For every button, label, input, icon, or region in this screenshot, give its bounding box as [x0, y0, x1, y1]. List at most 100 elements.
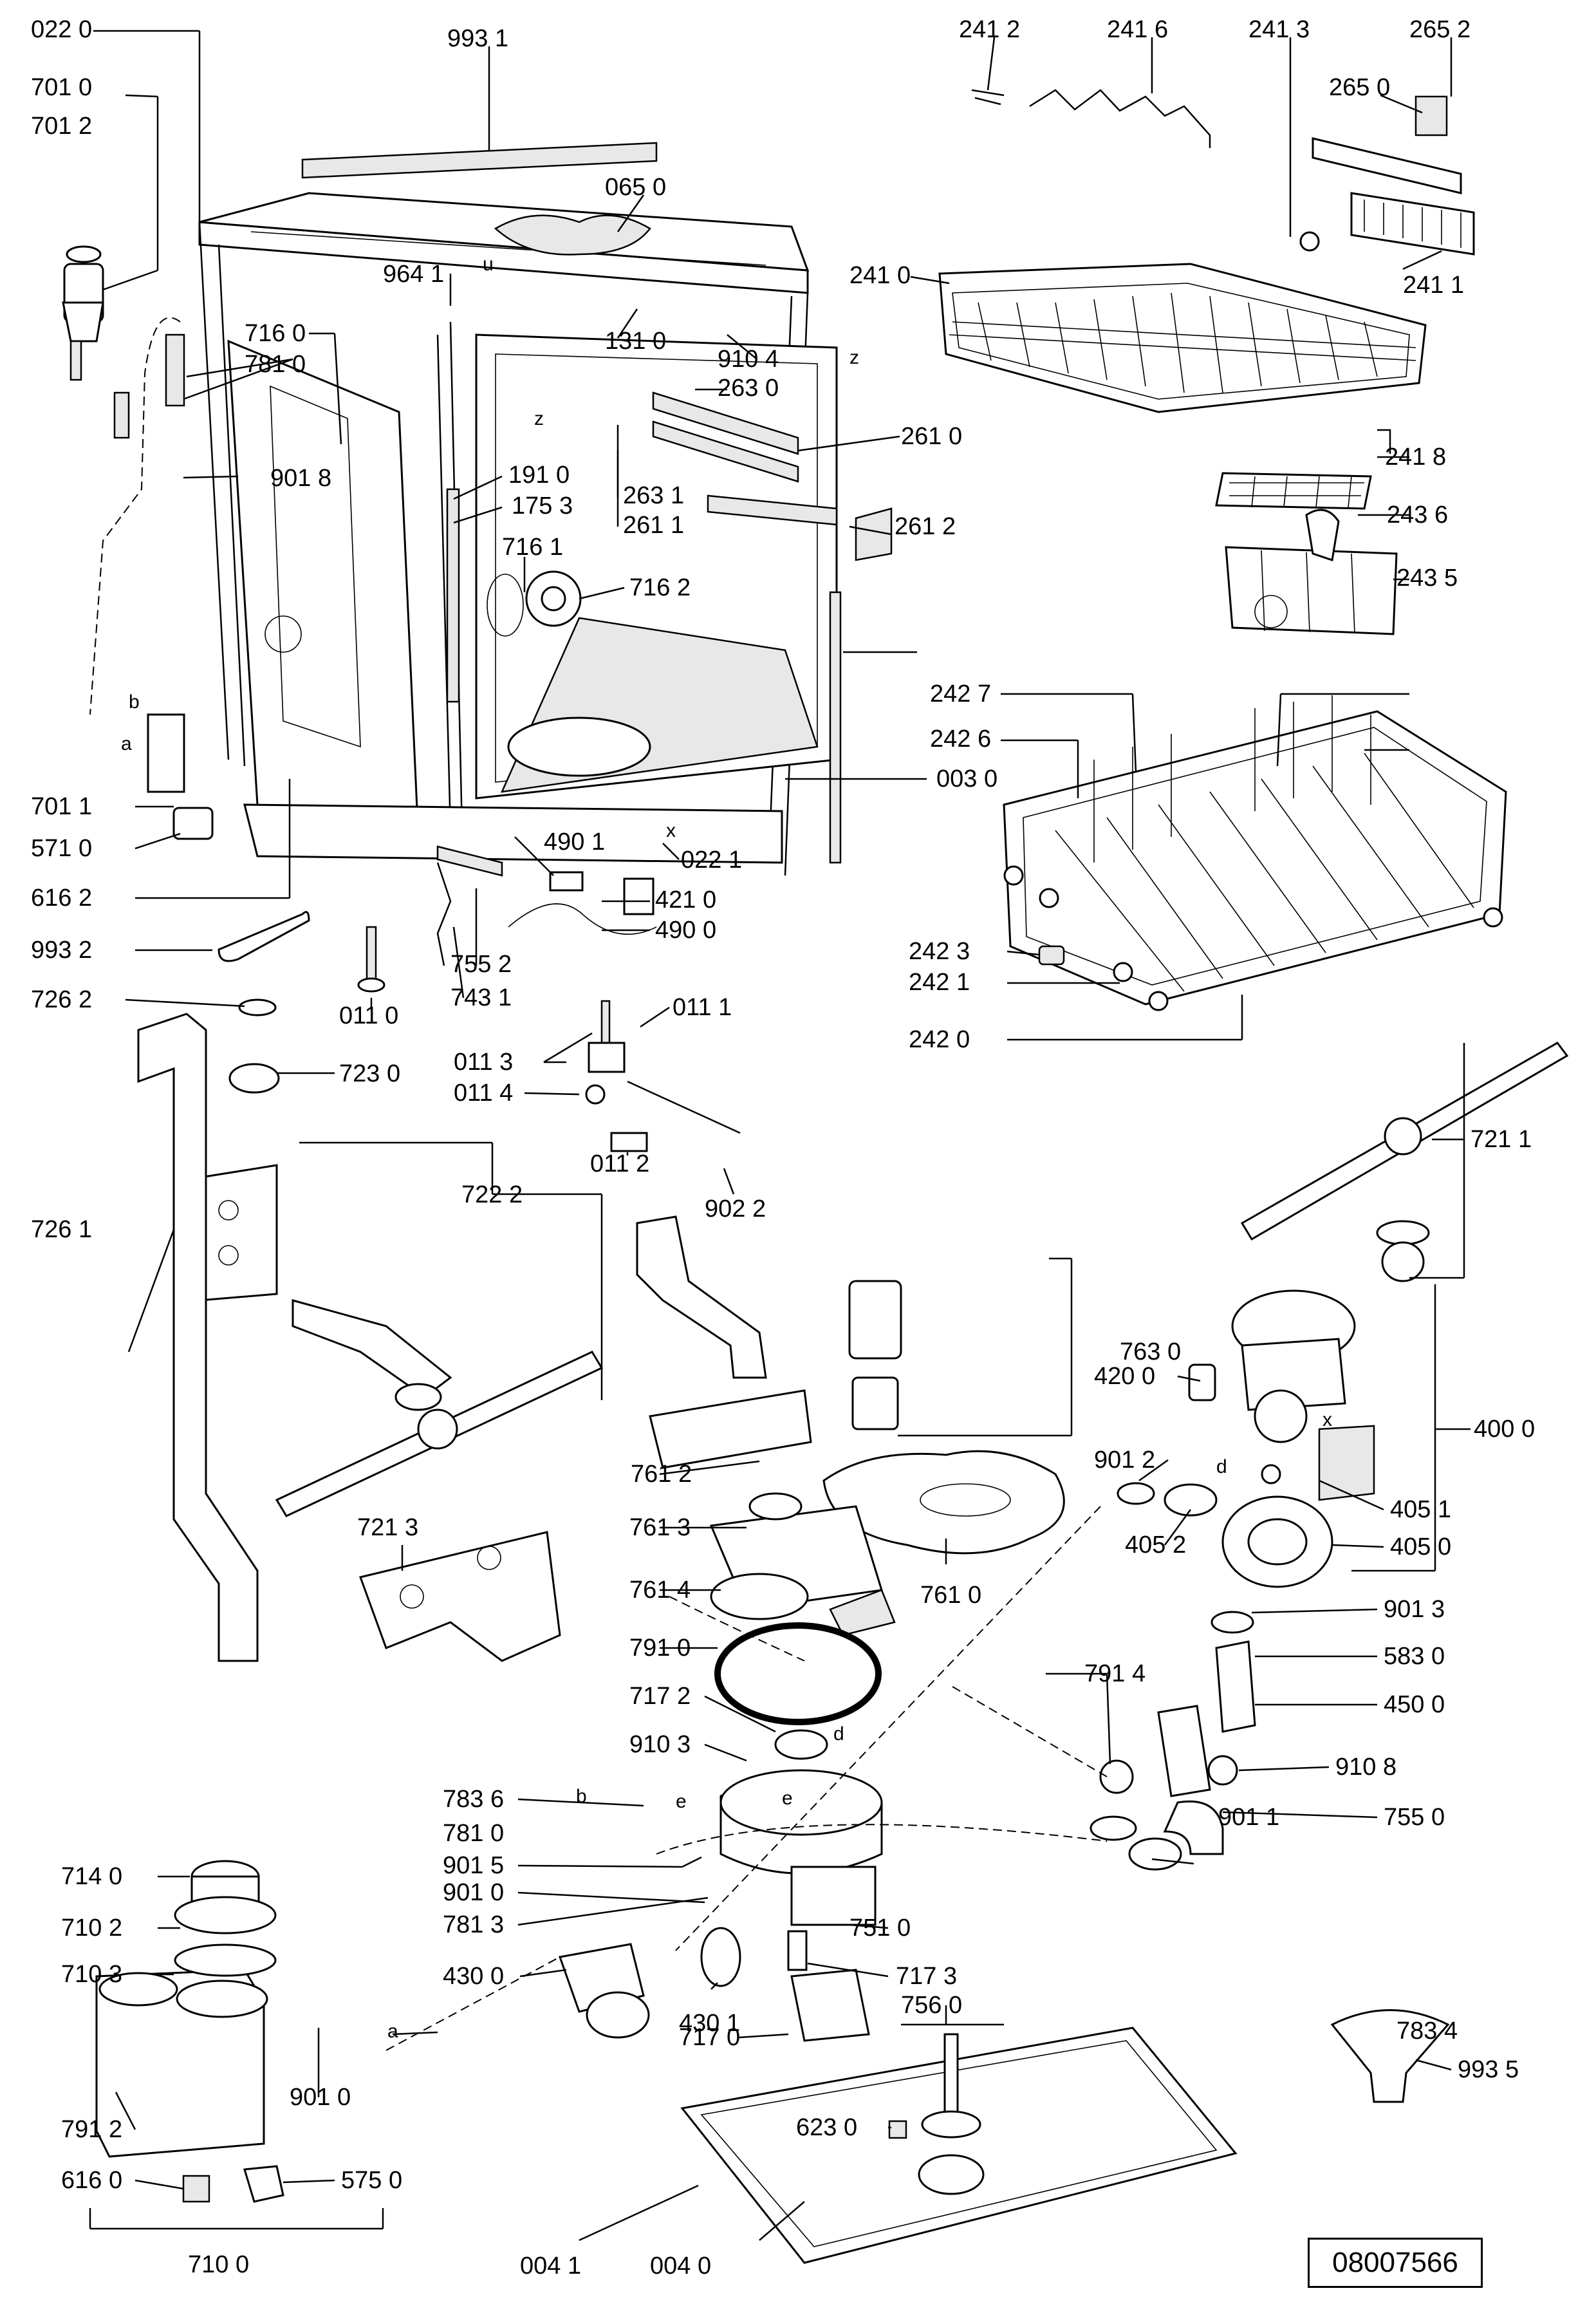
- callout-label: 901 5: [443, 1852, 504, 1879]
- callout-label: 616 2: [31, 885, 92, 912]
- callout-label: 241 2: [959, 16, 1020, 43]
- callout-label: 902 2: [705, 1195, 766, 1222]
- callout-label: 717 0: [679, 2024, 740, 2051]
- callout-label: 011 2: [590, 1150, 649, 1177]
- callout-label: 761 4: [629, 1577, 691, 1604]
- callout-label: 241 1: [1403, 272, 1464, 299]
- callout-label: 430 0: [443, 1963, 504, 1990]
- callout-label: 993 5: [1458, 2056, 1519, 2083]
- callout-label: 405 0: [1390, 1533, 1451, 1560]
- callout-label: 420 0: [1094, 1363, 1155, 1390]
- callout-label: 243 5: [1396, 565, 1458, 592]
- spray-arms: [137, 998, 1569, 1662]
- callout-label: 261 2: [895, 513, 956, 540]
- callout-label: 241 8: [1385, 444, 1446, 471]
- callout-label: 191 0: [508, 462, 570, 489]
- callout-label: 011 4: [454, 1080, 513, 1107]
- callout-label: 241 6: [1107, 16, 1168, 43]
- callout-label: 722 2: [461, 1181, 523, 1208]
- callout-label: 405 1: [1390, 1496, 1451, 1523]
- callout-label: 701 2: [31, 113, 92, 140]
- callout-label: 901 1: [1218, 1804, 1279, 1831]
- callout-label: 241 0: [849, 262, 911, 289]
- callout-label: 616 0: [61, 2167, 122, 2194]
- callout-label: 430 1: [679, 2010, 740, 2037]
- callout-label: 623 0: [796, 2114, 857, 2141]
- callout-label: 263 1: [623, 482, 684, 509]
- callout-label: 717 3: [896, 1963, 957, 1990]
- callout-label: 714 0: [61, 1863, 122, 1890]
- callout-label: 761 2: [631, 1461, 692, 1488]
- callout-label: 717 2: [629, 1683, 691, 1710]
- callout-label: 901 3: [1384, 1596, 1445, 1623]
- callout-label: 011 1: [673, 994, 732, 1021]
- connection-letter-mark: d: [1216, 1456, 1227, 1477]
- callout-label: 791 4: [1084, 1660, 1146, 1687]
- callout-label: 743 1: [450, 984, 512, 1011]
- callout-label: 964 1: [383, 261, 444, 288]
- callout-label: 242 1: [909, 969, 970, 996]
- callout-label: 791 0: [629, 1634, 691, 1662]
- callout-label: 701 1: [31, 793, 92, 820]
- callout-label: 022 0: [31, 16, 92, 43]
- callout-label: 242 3: [909, 938, 970, 965]
- callout-label: 721 1: [1471, 1126, 1532, 1153]
- callout-label: 993 2: [31, 937, 92, 964]
- callout-label: 901 0: [443, 1879, 504, 1906]
- callout-label: 783 6: [443, 1786, 504, 1813]
- callout-label: 726 2: [31, 986, 92, 1013]
- callout-label: 751 0: [849, 1915, 911, 1942]
- callout-label: 701 0: [31, 74, 92, 101]
- connection-letter-mark: x: [666, 820, 676, 841]
- callout-label: 910 4: [718, 346, 779, 373]
- callout-label: 901 2: [1094, 1447, 1155, 1474]
- callout-label: 723 0: [339, 1060, 400, 1087]
- connection-letter-mark: z: [534, 408, 544, 429]
- callout-label: 716 0: [245, 320, 306, 347]
- callout-label: 405 2: [1125, 1531, 1186, 1559]
- callout-label: 716 2: [629, 574, 691, 601]
- callout-label: 490 1: [544, 829, 605, 856]
- callout-label: 761 3: [629, 1514, 691, 1541]
- callout-label: 571 0: [31, 835, 92, 862]
- callout-label: 450 0: [1384, 1691, 1445, 1718]
- callout-label: 261 0: [901, 423, 962, 450]
- callout-label: 261 1: [623, 512, 684, 539]
- connection-letter-mark: e: [782, 1788, 793, 1809]
- pump-motor: [558, 1289, 1375, 2042]
- callout-label: 004 0: [650, 2252, 711, 2280]
- callout-label: 781 0: [245, 351, 306, 378]
- dishwasher-cabinet: [198, 192, 893, 876]
- callout-label: 781 3: [443, 1911, 504, 1938]
- callout-label: 004 1: [520, 2252, 581, 2280]
- callout-label: 421 0: [655, 886, 716, 913]
- connection-letter-mark: d: [833, 1723, 844, 1745]
- callout-label: 910 3: [629, 1731, 691, 1758]
- dashed-connection-lines: [385, 1506, 1108, 2051]
- callout-label: 721 3: [357, 1514, 418, 1541]
- callout-label: 065 0: [605, 174, 666, 201]
- callout-label: 993 1: [447, 25, 508, 52]
- callout-label: 011 0: [339, 1002, 398, 1029]
- callout-label: 022 1: [681, 847, 742, 874]
- callout-label: 761 0: [920, 1582, 981, 1609]
- callout-label: 242 7: [930, 680, 991, 707]
- callout-label: 710 2: [61, 1915, 122, 1942]
- callout-label: 791 2: [61, 2116, 122, 2143]
- callout-label: 710 3: [61, 1961, 122, 1988]
- callout-label: 726 1: [31, 1216, 92, 1243]
- reference-number: 08007566: [1332, 2247, 1458, 2278]
- upper-basket: [938, 89, 1475, 635]
- callout-label: 242 6: [930, 726, 991, 753]
- callout-label: 901 0: [290, 2084, 351, 2111]
- callout-label: 265 0: [1329, 74, 1390, 101]
- callout-label: 763 0: [1120, 1338, 1181, 1365]
- callout-label: 490 0: [655, 917, 716, 944]
- callout-label: 781 0: [443, 1820, 504, 1847]
- callout-label: 783 4: [1396, 2018, 1458, 2045]
- callout-label: 003 0: [936, 765, 998, 792]
- connection-letter-mark: a: [121, 733, 132, 754]
- callout-label: 011 3: [454, 1049, 513, 1076]
